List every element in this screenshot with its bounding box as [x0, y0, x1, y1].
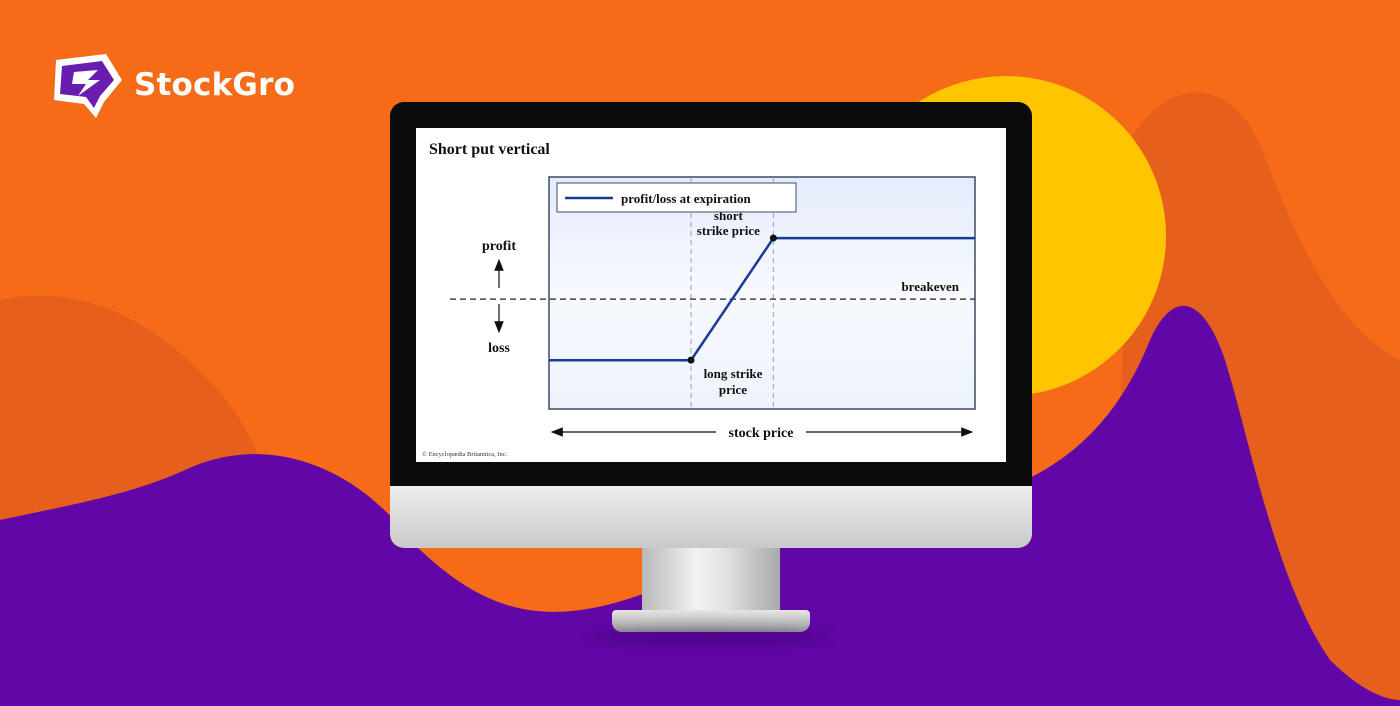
legend-box	[556, 182, 797, 213]
chart-svg: Short put vertical breakeven long strike…	[422, 141, 976, 458]
monitor-screen: Short put vertical breakeven long strike…	[416, 128, 1006, 462]
monitor-foot	[612, 610, 810, 632]
short-strike-point	[769, 234, 777, 242]
purple-wave	[0, 305, 1400, 706]
monitor-chin	[390, 486, 1032, 548]
y-up-label: profit	[482, 239, 516, 254]
short-strike-label-line2: strike price	[697, 223, 760, 238]
brand-name: StockGro	[134, 67, 296, 103]
logo-mark-icon	[54, 54, 122, 118]
plot-area	[548, 176, 976, 410]
long-strike-label-line2: price	[719, 382, 747, 397]
chart-title: Short put vertical	[429, 141, 550, 158]
credit-text: © Encyclopædia Britannica, Inc.	[422, 451, 508, 458]
legend-label: profit/loss at expiration	[621, 191, 752, 206]
breakeven-label: breakeven	[901, 279, 959, 294]
brand-logo[interactable]: StockGro	[48, 50, 295, 120]
monitor-frame: Short put vertical breakeven long strike…	[390, 102, 1032, 548]
series-line	[549, 236, 975, 362]
long-strike-label-line1: long strike	[704, 366, 763, 381]
monitor-stand	[642, 548, 780, 614]
monitor-shadow	[590, 630, 830, 644]
y-down-label: loss	[488, 341, 510, 356]
long-strike-point	[687, 356, 695, 364]
x-axis-label: stock price	[729, 426, 794, 441]
